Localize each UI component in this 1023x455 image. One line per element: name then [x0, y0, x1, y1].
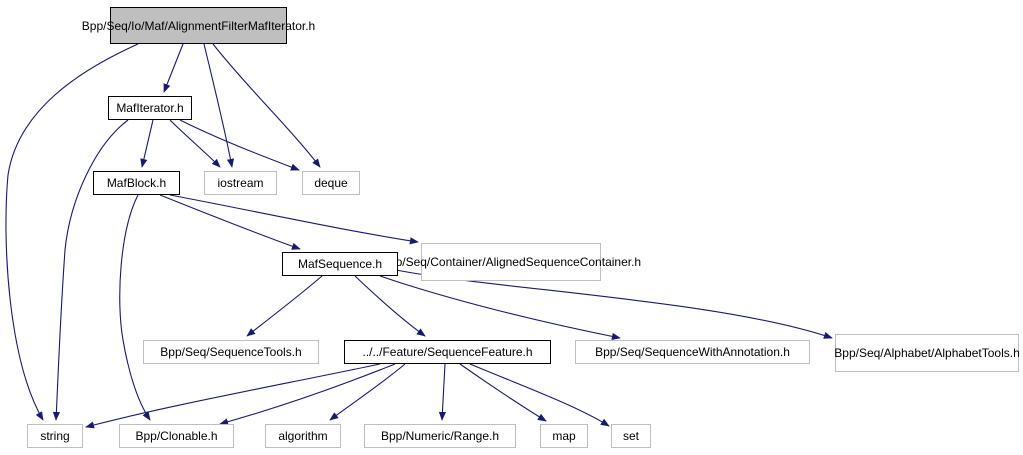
map-label: map [552, 429, 576, 443]
set-node[interactable]: set [611, 424, 651, 448]
edge-mafiterator-to-iostream [169, 119, 221, 168]
mafblock-label: MafBlock.h [106, 176, 167, 190]
sequence-tools-label: Bpp/Seq/SequenceTools.h [160, 345, 302, 359]
edge-mafblock-to-clonable [119, 194, 151, 421]
edge-root-to-mafiterator [163, 43, 184, 93]
root-header-label-line-1: Bpp/Seq/Io/Maf/Alignment [81, 18, 222, 33]
deque-node[interactable]: deque [302, 171, 360, 195]
edge-sequencefeature-to-clonable [219, 363, 396, 426]
alphabet-tools-node[interactable]: Bpp/Seq/Alphabet/Alphabet Tools.h [834, 334, 1020, 372]
edge-sequencefeature-to-string [85, 363, 381, 429]
mafblock-node[interactable]: MafBlock.h [93, 171, 180, 195]
alphabet-tools-label-line-1: Bpp/Seq/Alphabet/Alphabet [834, 346, 982, 360]
sequence-feature-node[interactable]: ../../Feature/SequenceFeature.h [344, 340, 551, 364]
clonable-label: Bpp/Clonable.h [135, 429, 218, 443]
mafsequence-node[interactable]: MafSequence.h [282, 252, 398, 276]
range-label: Bpp/Numeric/Range.h [380, 429, 500, 443]
edge-mafiterator-to-deque [179, 119, 300, 171]
clonable-node[interactable]: Bpp/Clonable.h [119, 424, 234, 448]
mafsequence-label: MafSequence.h [297, 257, 383, 271]
string-node[interactable]: string [27, 424, 83, 448]
dependency-edges [5, 43, 833, 429]
algorithm-node[interactable]: algorithm [265, 424, 341, 448]
alphabet-tools-label-line-2: Tools.h [981, 346, 1020, 360]
edge-mafsequence-to-sequencetools [246, 275, 323, 337]
aligned-sequence-container-label-line-2: SequenceContainer.h [525, 255, 642, 269]
iostream-label: iostream [217, 176, 264, 190]
edge-sequencefeature-to-set [469, 363, 610, 427]
edge-mafsequence-to-sequencefeature [354, 275, 426, 337]
mafiterator-label: MafIterator.h [116, 101, 184, 115]
aligned-sequence-container-node[interactable]: Bpp/Seq/Container/Aligned SequenceContai… [381, 243, 641, 281]
deque-label: deque [314, 176, 348, 190]
edge-mafiterator-to-string [52, 119, 129, 421]
sequence-with-annotation-label: Bpp/Seq/SequenceWithAnnotation.h [595, 345, 790, 359]
root-header-node[interactable]: Bpp/Seq/Io/Maf/Alignment FilterMafIterat… [82, 7, 315, 44]
root-header-label-line-2: FilterMafIterator.h [221, 18, 316, 33]
edge-root-to-string [5, 43, 139, 421]
map-node[interactable]: map [540, 424, 588, 448]
edge-root-to-deque [212, 43, 321, 168]
set-label: set [622, 429, 639, 443]
edge-root-to-iostream [203, 43, 235, 168]
edge-mafsequence-to-seqwithannotation [379, 275, 621, 340]
sequence-with-annotation-node[interactable]: Bpp/Seq/SequenceWithAnnotation.h [575, 340, 810, 364]
sequence-feature-label: ../../Feature/SequenceFeature.h [362, 345, 533, 359]
edge-mafblock-to-alignedcontainer [169, 194, 419, 245]
edge-sequencefeature-to-algorithm [329, 363, 406, 421]
mafiterator-node[interactable]: MafIterator.h [108, 96, 192, 120]
algorithm-label: algorithm [278, 429, 328, 443]
range-node[interactable]: Bpp/Numeric/Range.h [364, 424, 516, 448]
edge-mafiterator-to-mafblock [140, 119, 154, 168]
aligned-sequence-container-label-line-1: Bpp/Seq/Container/Aligned [380, 255, 526, 269]
edge-sequencefeature-to-map [459, 363, 547, 422]
edge-mafblock-to-mafsequence [159, 194, 301, 250]
edge-sequencefeature-to-range [438, 363, 447, 421]
sequence-tools-node[interactable]: Bpp/Seq/SequenceTools.h [143, 340, 319, 364]
iostream-node[interactable]: iostream [204, 171, 277, 195]
string-label: string [40, 429, 70, 443]
